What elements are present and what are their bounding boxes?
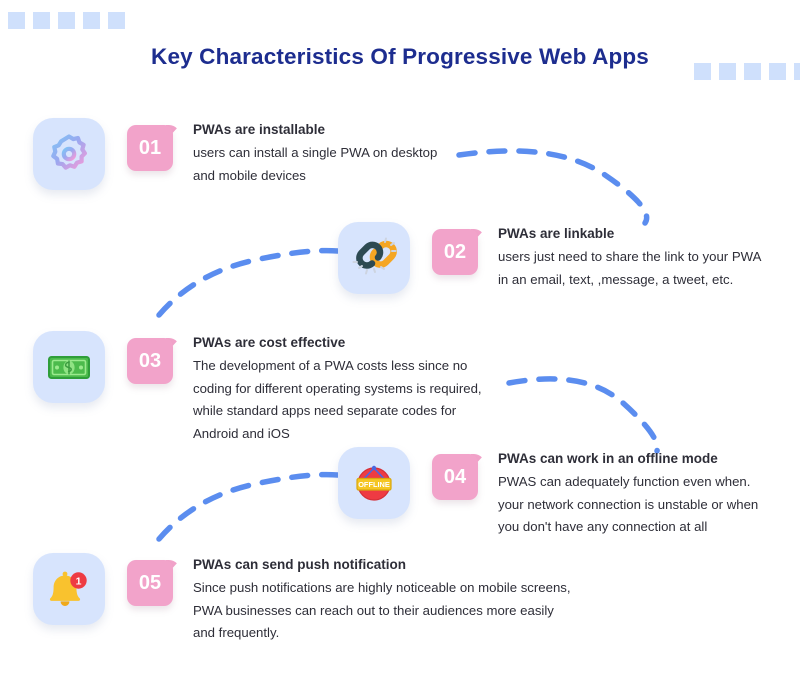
item-body-line: your network connection is unstable or w… xyxy=(498,496,759,512)
bell-notification-icon-tile: 1 xyxy=(33,553,105,625)
item-body-line: PWAS can adequately function even when. xyxy=(498,473,751,489)
decorative-square xyxy=(794,63,800,80)
item-number-badge: 01 xyxy=(127,125,180,171)
badge-body: 05 xyxy=(127,560,173,606)
item-number: 02 xyxy=(443,241,467,263)
item-heading: PWAs are linkable xyxy=(498,226,615,241)
item-body-line: while standard apps need separate codes … xyxy=(193,403,457,419)
decorative-squares-top-left xyxy=(8,12,125,29)
decorative-square xyxy=(719,63,736,80)
item-body-line: Since push notifications are highly noti… xyxy=(193,579,571,595)
badge-body: 02 xyxy=(432,229,478,275)
connector-curve-3 xyxy=(506,376,661,454)
item-body-line: Android and iOS xyxy=(193,426,290,442)
characteristic-item-5: 1 05 PWAs can send push notification Sin… xyxy=(33,553,571,645)
item-body: Since push notifications are highly noti… xyxy=(193,577,571,645)
gear-icon-tile xyxy=(33,118,105,190)
item-body-line: you don't have any connection at all xyxy=(498,519,708,535)
item-body: users just need to share the link to you… xyxy=(498,246,761,291)
item-number: 03 xyxy=(138,350,162,372)
item-body-line: PWA businesses can reach out to their au… xyxy=(193,602,554,618)
decorative-square xyxy=(33,12,50,29)
item-number-badge: 04 xyxy=(432,454,485,500)
item-body-line: users can install a single PWA on deskto… xyxy=(193,144,438,160)
item-heading: PWAs can work in an offline mode xyxy=(498,451,718,466)
connector-curve-4 xyxy=(156,471,349,542)
item-text-block: PWAs are installable users can install a… xyxy=(193,118,437,187)
connector-curve-2 xyxy=(156,247,349,318)
item-number-badge: 02 xyxy=(432,229,485,275)
badge-body: 03 xyxy=(127,338,173,384)
characteristic-item-4: OFFLINE 04 PWAs can work in an offline m… xyxy=(338,447,758,539)
item-text-block: PWAs can send push notification Since pu… xyxy=(193,553,571,645)
item-heading: PWAs are installable xyxy=(193,122,326,137)
decorative-squares-top-right xyxy=(694,63,800,80)
item-body-line: and mobile devices xyxy=(193,167,306,183)
decorative-square xyxy=(108,12,125,29)
item-body-line: and frequently. xyxy=(193,625,280,641)
item-text-block: PWAs are cost effective The development … xyxy=(193,331,482,446)
decorative-square xyxy=(744,63,761,80)
characteristic-item-1: 01 PWAs are installable users can instal… xyxy=(33,118,437,190)
characteristic-item-2: 02 PWAs are linkable users just need to … xyxy=(338,222,761,294)
bell-badge-count: 1 xyxy=(76,575,82,587)
item-number: 05 xyxy=(138,572,162,594)
item-number-badge: 03 xyxy=(127,338,180,384)
item-body: users can install a single PWA on deskto… xyxy=(193,142,437,187)
characteristic-item-3: 03 PWAs are cost effective The developme… xyxy=(33,331,482,446)
decorative-square xyxy=(769,63,786,80)
link-chain-icon-tile xyxy=(338,222,410,294)
offline-sign-label: OFFLINE xyxy=(358,480,390,489)
decorative-square xyxy=(694,63,711,80)
decorative-square xyxy=(8,12,25,29)
bell-notification-icon: 1 xyxy=(45,565,93,613)
offline-sign-icon: OFFLINE xyxy=(350,459,398,507)
decorative-square xyxy=(83,12,100,29)
item-text-block: PWAs can work in an offline mode PWAS ca… xyxy=(498,447,758,539)
badge-body: 04 xyxy=(432,454,478,500)
item-body-line: The development of a PWA costs less sinc… xyxy=(193,357,468,373)
offline-sign-icon-tile: OFFLINE xyxy=(338,447,410,519)
gear-icon xyxy=(47,132,91,176)
item-number: 01 xyxy=(138,137,162,159)
item-number: 04 xyxy=(443,466,467,488)
item-text-block: PWAs are linkable users just need to sha… xyxy=(498,222,761,291)
decorative-square xyxy=(58,12,75,29)
item-heading: PWAs can send push notification xyxy=(193,557,407,572)
badge-body: 01 xyxy=(127,125,173,171)
item-body-line: coding for different operating systems i… xyxy=(193,380,482,396)
item-number-badge: 05 xyxy=(127,560,180,606)
item-body-line: users just need to share the link to you… xyxy=(498,248,762,264)
money-banknote-icon-tile xyxy=(33,331,105,403)
item-heading: PWAs are cost effective xyxy=(193,335,346,350)
link-chain-icon xyxy=(351,235,397,281)
money-banknote-icon xyxy=(46,344,92,390)
page-title: Key Characteristics Of Progressive Web A… xyxy=(151,44,649,69)
item-body: PWAS can adequately function even when. … xyxy=(498,471,758,539)
item-body: The development of a PWA costs less sinc… xyxy=(193,355,482,446)
item-body-line: in an email, text, ,message, a tweet, et… xyxy=(498,271,734,287)
connector-curve-1 xyxy=(456,148,650,226)
